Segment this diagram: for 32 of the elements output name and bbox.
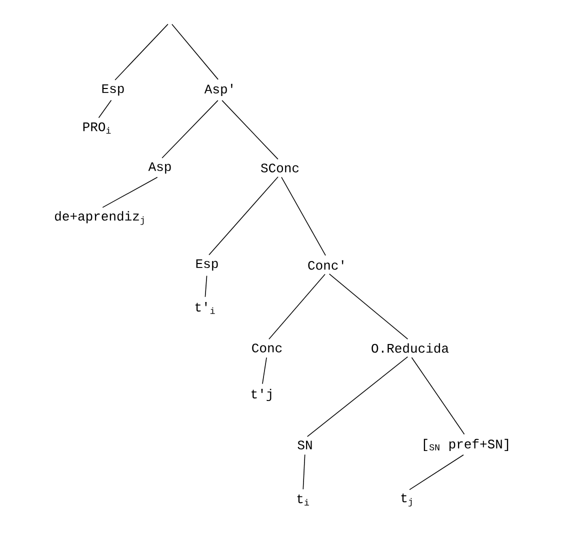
branch-line (208, 176, 278, 256)
tree-label: Esp (102, 84, 124, 96)
tree-label: de+aprendiz$_{j}$ (55, 211, 144, 225)
branch-line (268, 274, 326, 340)
tree-label: PRO$_{i}$ (83, 122, 111, 134)
branch-line (262, 357, 267, 384)
tree-label: t$_{i}$ (297, 494, 309, 506)
branch-line (204, 275, 208, 298)
tree-label: Esp (196, 259, 218, 271)
branch-line (328, 274, 408, 340)
branch-line (281, 176, 326, 256)
tree-label: Conc' (308, 260, 344, 270)
tree-label: t'$_{i}$ (195, 302, 215, 314)
branch-line (222, 100, 278, 160)
tree-label: t'j (252, 388, 272, 402)
tree-label: Asp (148, 162, 171, 174)
branch-line (409, 454, 464, 490)
tree-label: Asp' (204, 84, 232, 96)
branch-line (162, 100, 218, 158)
tree-label: Conc (252, 344, 282, 352)
branch-line (114, 24, 168, 80)
branch-line (102, 176, 158, 208)
tree-label: t$_{j}$ (401, 494, 412, 506)
tree-label: SConc (261, 164, 299, 172)
branch-line (411, 357, 465, 435)
tree-label: [$_{SN}$ pref+SN] (424, 438, 508, 452)
tree-label: SN (298, 440, 312, 450)
branch-line (306, 356, 408, 437)
branch-line (98, 100, 112, 118)
tree-label: O.Reducida (372, 343, 449, 353)
branch-line (172, 24, 218, 80)
branch-line (302, 454, 306, 490)
